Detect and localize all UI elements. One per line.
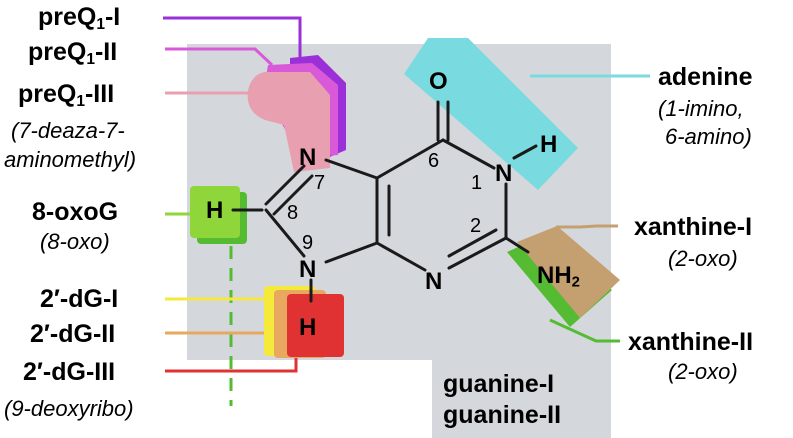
preq1-i-line — [163, 16, 302, 58]
guanine-label-panel — [432, 356, 611, 438]
atom-n1: N — [495, 160, 513, 187]
bonds — [231, 100, 538, 303]
ring-number-7: 7 — [314, 172, 326, 194]
atom-h1: H — [540, 131, 558, 158]
atom-nh2: NH2 — [537, 262, 580, 291]
ring-number-6: 6 — [428, 150, 440, 172]
atom-h8: H — [206, 197, 224, 224]
ring-number-2: 2 — [470, 215, 482, 237]
adenine-highlight — [404, 38, 578, 190]
ring-number-9: 9 — [302, 232, 314, 254]
atom-o: O — [429, 68, 448, 95]
atom-n9: N — [299, 256, 317, 283]
dg-iii-highlight — [287, 294, 344, 357]
xanthine-ii-line — [549, 318, 620, 343]
label-guanine-ii: guanine-II — [443, 401, 562, 429]
dg-iii-line — [165, 357, 298, 373]
label-dg-ii: 2′-dG-II — [30, 320, 116, 348]
label-adenine-note-2: 6-amino) — [665, 124, 752, 149]
label-guanine-i: guanine-I — [443, 370, 555, 398]
label-dg-iii: 2′-dG-III — [23, 358, 116, 386]
label-preq1-i: preQ1-I — [38, 3, 121, 33]
label-preq1-ii: preQ1-II — [28, 38, 118, 68]
preq1-ii-line — [165, 47, 274, 67]
ring-number-1: 1 — [471, 172, 483, 194]
atom-h9: H — [299, 314, 317, 341]
label-oxog-note: (8-oxo) — [40, 229, 110, 254]
label-xanthine-ii: xanthine-II — [628, 328, 754, 356]
oxog-highlight — [190, 186, 240, 238]
atom-n3: N — [425, 268, 443, 295]
label-preq1-note-1: (7-deaza-7- — [11, 118, 125, 143]
ring-number-8: 8 — [287, 202, 299, 224]
label-preq1-note-2: aminomethyl) — [4, 147, 137, 172]
label-xanthine-i: xanthine-I — [634, 213, 753, 241]
label-preq1-iii: preQ1-III — [18, 80, 115, 110]
xanthine-i-highlight — [517, 226, 620, 318]
preq1-iii-highlight — [247, 72, 330, 172]
label-xanthine-ii-note: (2-oxo) — [668, 359, 738, 384]
label-dg-i: 2′-dG-I — [40, 285, 119, 313]
label-xanthine-i-note: (2-oxo) — [668, 246, 738, 271]
atom-n7: N — [299, 144, 317, 171]
xanthine-i-connector — [556, 224, 618, 229]
label-adenine: adenine — [658, 63, 753, 91]
label-dg-note: (9-deoxyribo) — [4, 396, 134, 421]
label-adenine-note-1: (1-imino, — [658, 96, 744, 121]
label-oxog: 8-oxoG — [32, 198, 119, 226]
